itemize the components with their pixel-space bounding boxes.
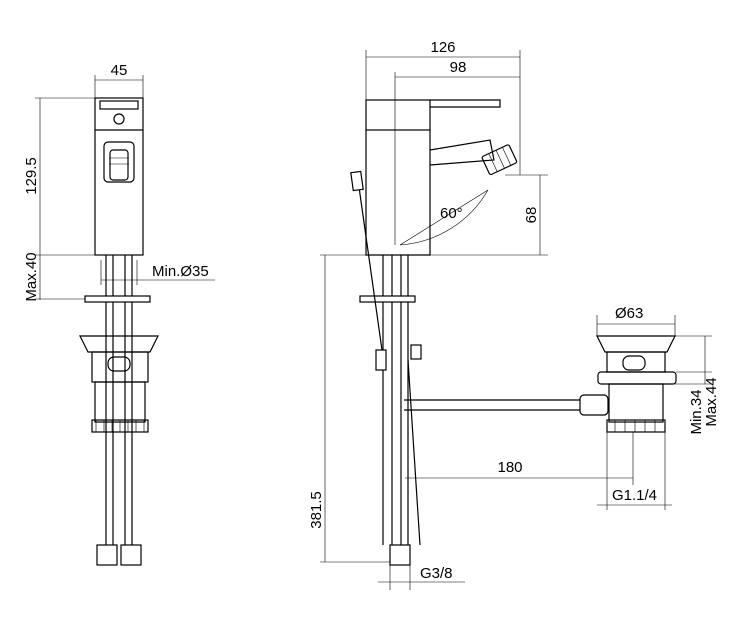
spout-height-label: 68 [523, 207, 540, 224]
waste-thread-label: G1.1/4 [612, 487, 657, 504]
waste-view: Ø63 Min.34 Max.44 180 G1.1/4 [405, 305, 720, 510]
angle-label: 60° [440, 205, 463, 222]
front-width-label: 45 [111, 62, 128, 79]
hose-length-label: 381.5 [308, 491, 325, 529]
spout-reach-label: 98 [450, 59, 467, 76]
waste-diameter-label: Ø63 [615, 305, 643, 322]
side-view: 60° 126 98 68 381.5 G3/8 [308, 39, 609, 590]
front-view: 45 129.5 Max.40 Min.Ø35 [23, 62, 215, 566]
waste-max-height-label: Max.44 [703, 377, 720, 426]
rod-length-label: 180 [497, 459, 522, 476]
min-hole-label: Min.Ø35 [152, 263, 209, 280]
max-deck-label: Max.40 [23, 252, 40, 301]
connection-label: G3/8 [420, 565, 453, 582]
waste-min-height-label: Min.34 [688, 389, 705, 434]
front-height-label: 129.5 [23, 157, 40, 195]
overall-depth-label: 126 [430, 39, 455, 56]
